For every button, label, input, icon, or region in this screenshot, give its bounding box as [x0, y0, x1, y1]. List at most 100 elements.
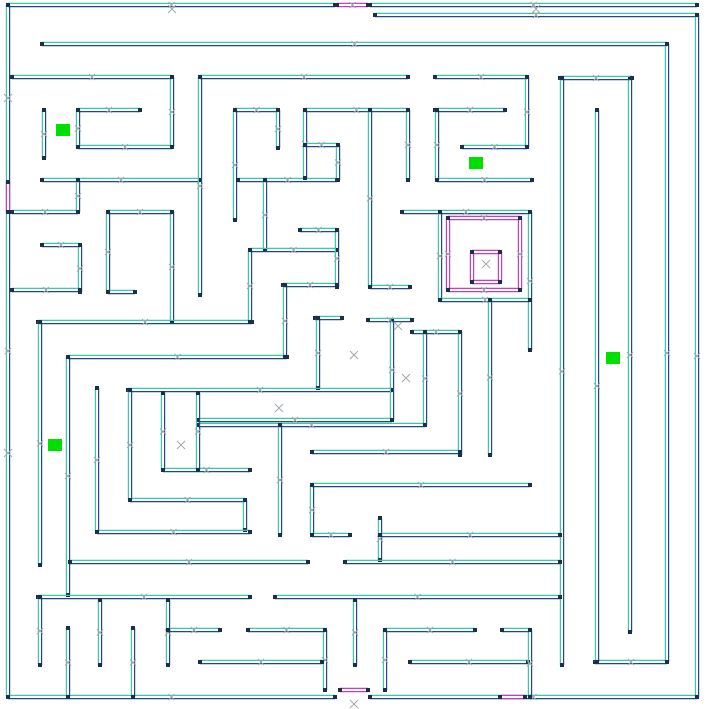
- wall-node: [336, 178, 340, 182]
- wall-node: [303, 143, 307, 147]
- wall-node: [6, 3, 10, 7]
- cross-mark: [466, 531, 474, 539]
- wall-node: [273, 595, 277, 599]
- wall-node: [333, 695, 337, 699]
- cross-mark: [168, 108, 176, 116]
- cross-mark: [592, 74, 600, 82]
- wall-node: [283, 283, 287, 287]
- wall-node: [433, 75, 437, 79]
- wall-node: [133, 290, 137, 294]
- cross-mark: [532, 11, 540, 19]
- wall-node: [528, 348, 532, 352]
- cross-mark: [300, 73, 308, 81]
- wall-node: [42, 156, 46, 160]
- wall-node: [316, 316, 320, 320]
- cross-mark: [444, 250, 452, 258]
- cross-mark: [314, 349, 322, 357]
- wall-node: [323, 628, 327, 632]
- wall-node: [406, 178, 410, 182]
- wall-node: [366, 688, 370, 692]
- wall-node: [196, 418, 200, 422]
- wall-node: [695, 13, 699, 17]
- wall-node: [335, 3, 339, 7]
- cross-mark: [334, 159, 342, 166]
- cross-mark: [306, 281, 314, 289]
- wall-node: [278, 533, 282, 537]
- cross-mark: [308, 421, 315, 429]
- cross-mark: [170, 528, 177, 536]
- wall-node: [128, 498, 132, 502]
- wall-node: [348, 533, 352, 537]
- wall-node: [320, 660, 324, 664]
- cross-mark: [129, 659, 137, 666]
- wall-node: [335, 228, 339, 232]
- cross-mark: [433, 141, 441, 149]
- wall-node: [353, 598, 357, 602]
- wall-node: [10, 288, 14, 292]
- cross-mark: [516, 250, 524, 258]
- wall-node: [408, 285, 412, 289]
- cross-mark: [693, 352, 701, 360]
- wall-node: [78, 243, 82, 247]
- cross-mark: [386, 283, 394, 291]
- cross-mark: [36, 440, 44, 447]
- cross-mark: [627, 658, 635, 666]
- cross-mark: [381, 656, 389, 664]
- cross-mark: [283, 626, 290, 634]
- cross-mark: [393, 321, 403, 331]
- cross-mark: [276, 476, 284, 484]
- cross-mark: [64, 659, 72, 666]
- wall-node: [595, 660, 599, 664]
- cross-mark: [401, 373, 411, 383]
- cross-mark: [290, 246, 297, 254]
- cross-mark: [284, 176, 291, 184]
- wall-node: [410, 318, 414, 322]
- wall-node: [233, 108, 237, 112]
- wall-node: [38, 595, 42, 599]
- wall-node: [276, 108, 280, 112]
- wall-node: [306, 560, 310, 564]
- cross-mark: [558, 368, 566, 375]
- cross-mark: [136, 208, 144, 216]
- goal-marker: [48, 439, 62, 451]
- cross-mark: [481, 259, 491, 269]
- wall-node: [665, 660, 669, 664]
- wall-node: [66, 626, 70, 630]
- wall-node: [248, 468, 252, 472]
- wall-node: [161, 391, 165, 395]
- cross-mark: [421, 375, 429, 382]
- cross-mark: [404, 141, 412, 149]
- wall-node: [6, 695, 10, 699]
- cross-mark: [104, 248, 112, 256]
- wall-node: [408, 660, 412, 664]
- wall-node: [438, 298, 442, 302]
- wall-node: [458, 450, 462, 454]
- wall-node: [523, 695, 527, 699]
- wall-node: [170, 75, 174, 79]
- wall-node: [198, 293, 202, 297]
- cross-mark: [333, 255, 341, 262]
- cross-mark: [174, 353, 181, 361]
- wall-node: [435, 108, 439, 112]
- cross-mark: [349, 350, 359, 360]
- wall-node: [276, 146, 280, 150]
- wall-node: [458, 330, 462, 334]
- wall-node: [525, 75, 529, 79]
- cross-mark: [456, 390, 464, 397]
- wall-node: [283, 355, 287, 359]
- wall-node: [383, 688, 387, 692]
- cross-mark: [349, 1, 356, 9]
- cross-mark: [42, 286, 50, 294]
- wall-node: [338, 688, 342, 692]
- wall-node: [170, 320, 174, 324]
- wall-node: [343, 560, 347, 564]
- cross-mark: [261, 211, 269, 219]
- cross-mark: [231, 161, 239, 169]
- wall-node: [248, 530, 252, 534]
- wall-node: [40, 178, 44, 182]
- cross-mark: [281, 317, 289, 325]
- wall-node: [246, 628, 250, 632]
- cross-mark: [76, 265, 84, 272]
- wall-node: [525, 145, 529, 149]
- cross-mark: [480, 214, 488, 222]
